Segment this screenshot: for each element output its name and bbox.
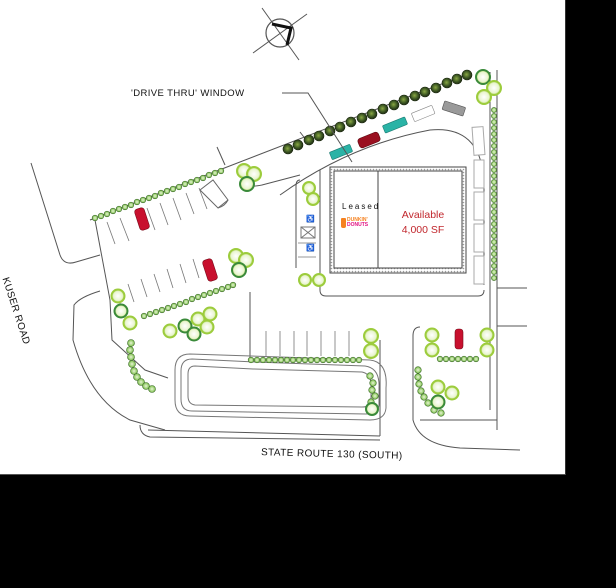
leased-unit-status: Leased (342, 202, 381, 211)
parked-cars (134, 100, 466, 350)
south-landscape-island (174, 353, 387, 421)
site-plan-drawing: ♿ ♿ (30, 7, 527, 451)
dunkin-logo-line1: DUNKIN' (347, 217, 368, 223)
available-status: Available (401, 209, 445, 221)
evergreen-tree-row (282, 69, 473, 155)
svg-text:♿: ♿ (306, 214, 315, 223)
building (329, 166, 467, 274)
east-parking-stalls (471, 126, 486, 285)
dumpster-enclosure (199, 179, 229, 209)
coffee-cup-icon (341, 218, 346, 228)
available-unit-label: Available 4,000 SF (392, 208, 454, 238)
dunkin-donuts-logo: DUNKIN' DONUTS (341, 217, 373, 229)
dunkin-logo-line2: DONUTS (347, 222, 369, 228)
drive-thru-window-label: 'DRIVE THRU' WINDOW (131, 88, 245, 99)
ada-stalls: ♿ ♿ (300, 214, 316, 252)
svg-text:♿: ♿ (306, 243, 315, 252)
site-plan-sheet: ♿ ♿ (0, 0, 566, 475)
drive-thru-leader (282, 92, 353, 163)
available-square-footage: 4,000 SF (401, 224, 445, 236)
north-arrow-icon (252, 7, 308, 61)
shade-trees (110, 69, 502, 416)
